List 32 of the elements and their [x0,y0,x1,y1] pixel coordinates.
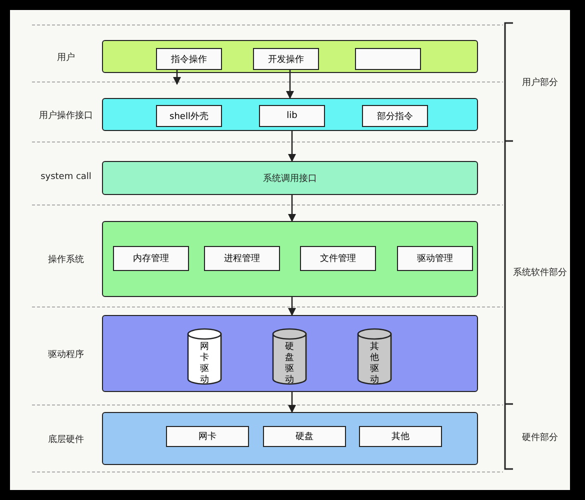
layer-label: 底层硬件 [47,434,85,446]
module-box: 网卡 [166,426,249,447]
module-box: 其他 [359,426,442,447]
layer-text: 系统调用接口 [262,172,318,185]
module-box: lib [259,105,325,127]
module-box: 部分指令 [362,105,428,127]
cylinder-label: 网卡驱动 [200,342,210,386]
arrow [173,70,181,85]
section-label: 硬件部分 [521,432,559,444]
arrow [288,131,296,162]
module-box: 文件管理 [300,246,376,271]
module-box: 内存管理 [113,246,189,271]
layer-label: system call [40,172,92,182]
cylinder-label: 其他驱动 [370,342,380,386]
module-box: 开发操作 [253,48,319,70]
arrow [286,70,294,99]
module-box [355,48,421,70]
arrow [288,195,296,222]
module-box: 进程管理 [204,246,280,271]
layer-label: 用户操作接口 [38,110,94,122]
module-box: 驱动管理 [397,246,473,271]
module-box: shell外壳 [156,105,222,127]
arrow [288,297,296,316]
layer-label: 用户 [56,52,76,64]
module-box: 指令操作 [156,48,222,70]
module-box: 硬盘 [263,426,346,447]
section-label: 系统软件部分 [513,266,567,279]
layer-label: 驱动程序 [47,348,85,360]
layer-label: 操作系统 [47,254,85,266]
arrow [288,392,296,413]
cylinder-label: 硬盘驱动 [284,342,294,386]
section-label: 用户部分 [521,76,559,89]
